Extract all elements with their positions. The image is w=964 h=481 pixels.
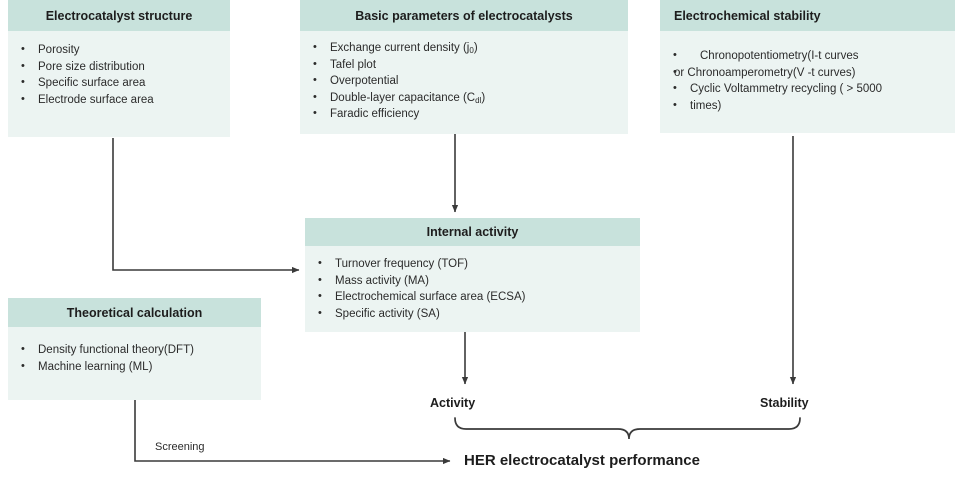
bullet-list-electrocatalyst-structure: Porosity Pore size distribution Specific…	[8, 37, 230, 108]
list-item: Faradic efficiency	[300, 106, 628, 123]
label-activity: Activity	[430, 396, 476, 410]
box-body-theoretical-calculation: Density functional theory(DFT) Machine l…	[8, 327, 261, 375]
box-internal-activity: Internal activity Turnover frequency (TO…	[305, 218, 640, 332]
list-item: Cyclic Voltammetry recycling ( > 5000	[660, 81, 955, 98]
list-item: Electrochemical surface area (ECSA)	[305, 289, 640, 306]
list-item-continuation: times)	[660, 98, 955, 115]
list-item: Double-layer capacitance (Cdl)	[300, 90, 628, 107]
label-stability: Stability	[760, 396, 809, 410]
list-item: Machine learning (ML)	[8, 359, 261, 376]
list-item: Specific activity (SA)	[305, 306, 640, 323]
box-body-electrocatalyst-structure: Porosity Pore size distribution Specific…	[8, 31, 230, 108]
bullet-list-basic-parameters: Exchange current density (j0) Tafel plot…	[300, 37, 628, 123]
box-body-basic-parameters: Exchange current density (j0) Tafel plot…	[300, 31, 628, 123]
box-body-electrochemical-stability: Chronopotentiometry(I-t curves or Chrono…	[660, 31, 955, 114]
list-item: Tafel plot	[300, 57, 628, 74]
list-item: Mass activity (MA)	[305, 273, 640, 290]
list-item: Density functional theory(DFT)	[8, 342, 261, 359]
list-item: Exchange current density (j0)	[300, 40, 628, 57]
subscript-zero: 0	[469, 46, 474, 55]
box-theoretical-calculation: Theoretical calculation Density function…	[8, 298, 261, 400]
bullet-list-electrochemical-stability: Chronopotentiometry(I-t curves or Chrono…	[660, 37, 955, 114]
box-header-internal-activity: Internal activity	[305, 218, 640, 246]
arrow-structure-to-internal-activity	[112, 138, 300, 274]
list-item: Electrode surface area	[8, 92, 230, 109]
bullet-list-internal-activity: Turnover frequency (TOF) Mass activity (…	[305, 252, 640, 322]
list-item: Overpotential	[300, 73, 628, 90]
list-item: Pore size distribution	[8, 59, 230, 76]
list-item: Turnover frequency (TOF)	[305, 256, 640, 273]
box-header-electrochemical-stability: Electrochemical stability	[660, 0, 955, 31]
bullet-list-theoretical-calculation: Density functional theory(DFT) Machine l…	[8, 333, 261, 375]
box-electrocatalyst-structure: Electrocatalyst structure Porosity Pore …	[8, 0, 230, 137]
label-her-performance: HER electrocatalyst performance	[464, 452, 700, 469]
list-item: Porosity	[8, 42, 230, 59]
list-item: Specific surface area	[8, 75, 230, 92]
list-item: Chronopotentiometry(I-t curves	[660, 48, 955, 65]
label-screening: Screening	[155, 441, 205, 453]
box-header-basic-parameters: Basic parameters of electrocatalysts	[300, 0, 628, 31]
subscript-dl: dl	[475, 95, 482, 105]
brace-activity-stability	[454, 417, 801, 440]
box-basic-parameters: Basic parameters of electrocatalysts Exc…	[300, 0, 628, 134]
box-header-theoretical-calculation: Theoretical calculation	[8, 298, 261, 327]
box-electrochemical-stability: Electrochemical stability Chronopotentio…	[660, 0, 955, 133]
box-header-electrocatalyst-structure: Electrocatalyst structure	[8, 0, 230, 31]
list-item-continuation: or Chronoamperometry(V -t curves)	[660, 65, 955, 82]
box-body-internal-activity: Turnover frequency (TOF) Mass activity (…	[305, 246, 640, 322]
